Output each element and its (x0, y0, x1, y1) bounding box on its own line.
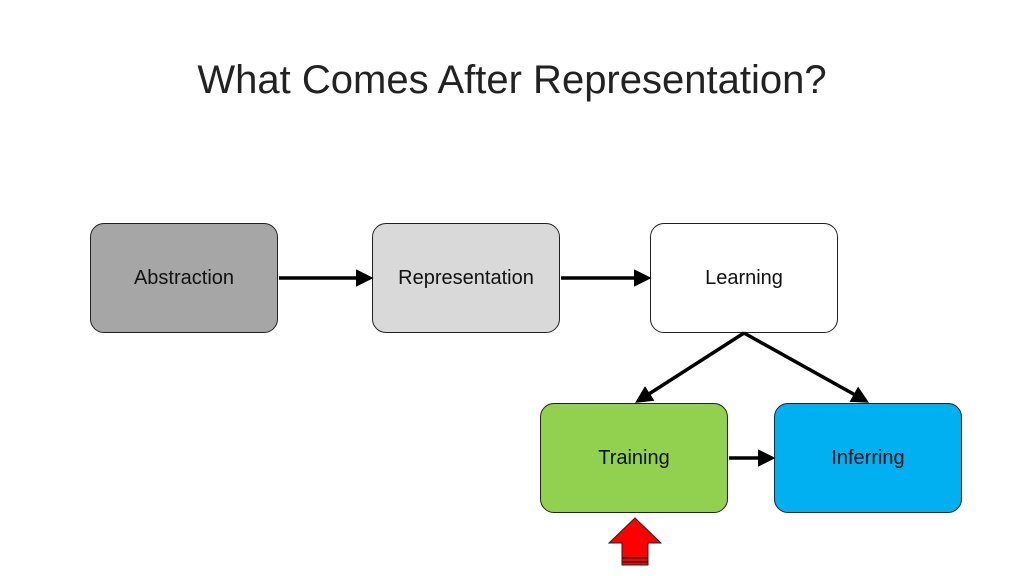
arrow-learning-to-training (635, 331, 745, 403)
slide-title: What Comes After Representation? (197, 58, 827, 102)
training-label: Training (598, 446, 670, 469)
red-up-arrow-icon (607, 517, 663, 566)
abstraction-node: Abstraction (90, 223, 278, 333)
training-node: Training (540, 403, 728, 513)
representation-node: Representation (372, 223, 560, 333)
learning-label: Learning (705, 266, 783, 289)
inferring-node: Inferring (774, 403, 962, 513)
arrow-learning-to-inferring (743, 331, 870, 403)
representation-label: Representation (398, 266, 534, 289)
inferring-label: Inferring (831, 446, 905, 469)
learning-node: Learning (650, 223, 838, 333)
abstraction-label: Abstraction (133, 266, 235, 289)
